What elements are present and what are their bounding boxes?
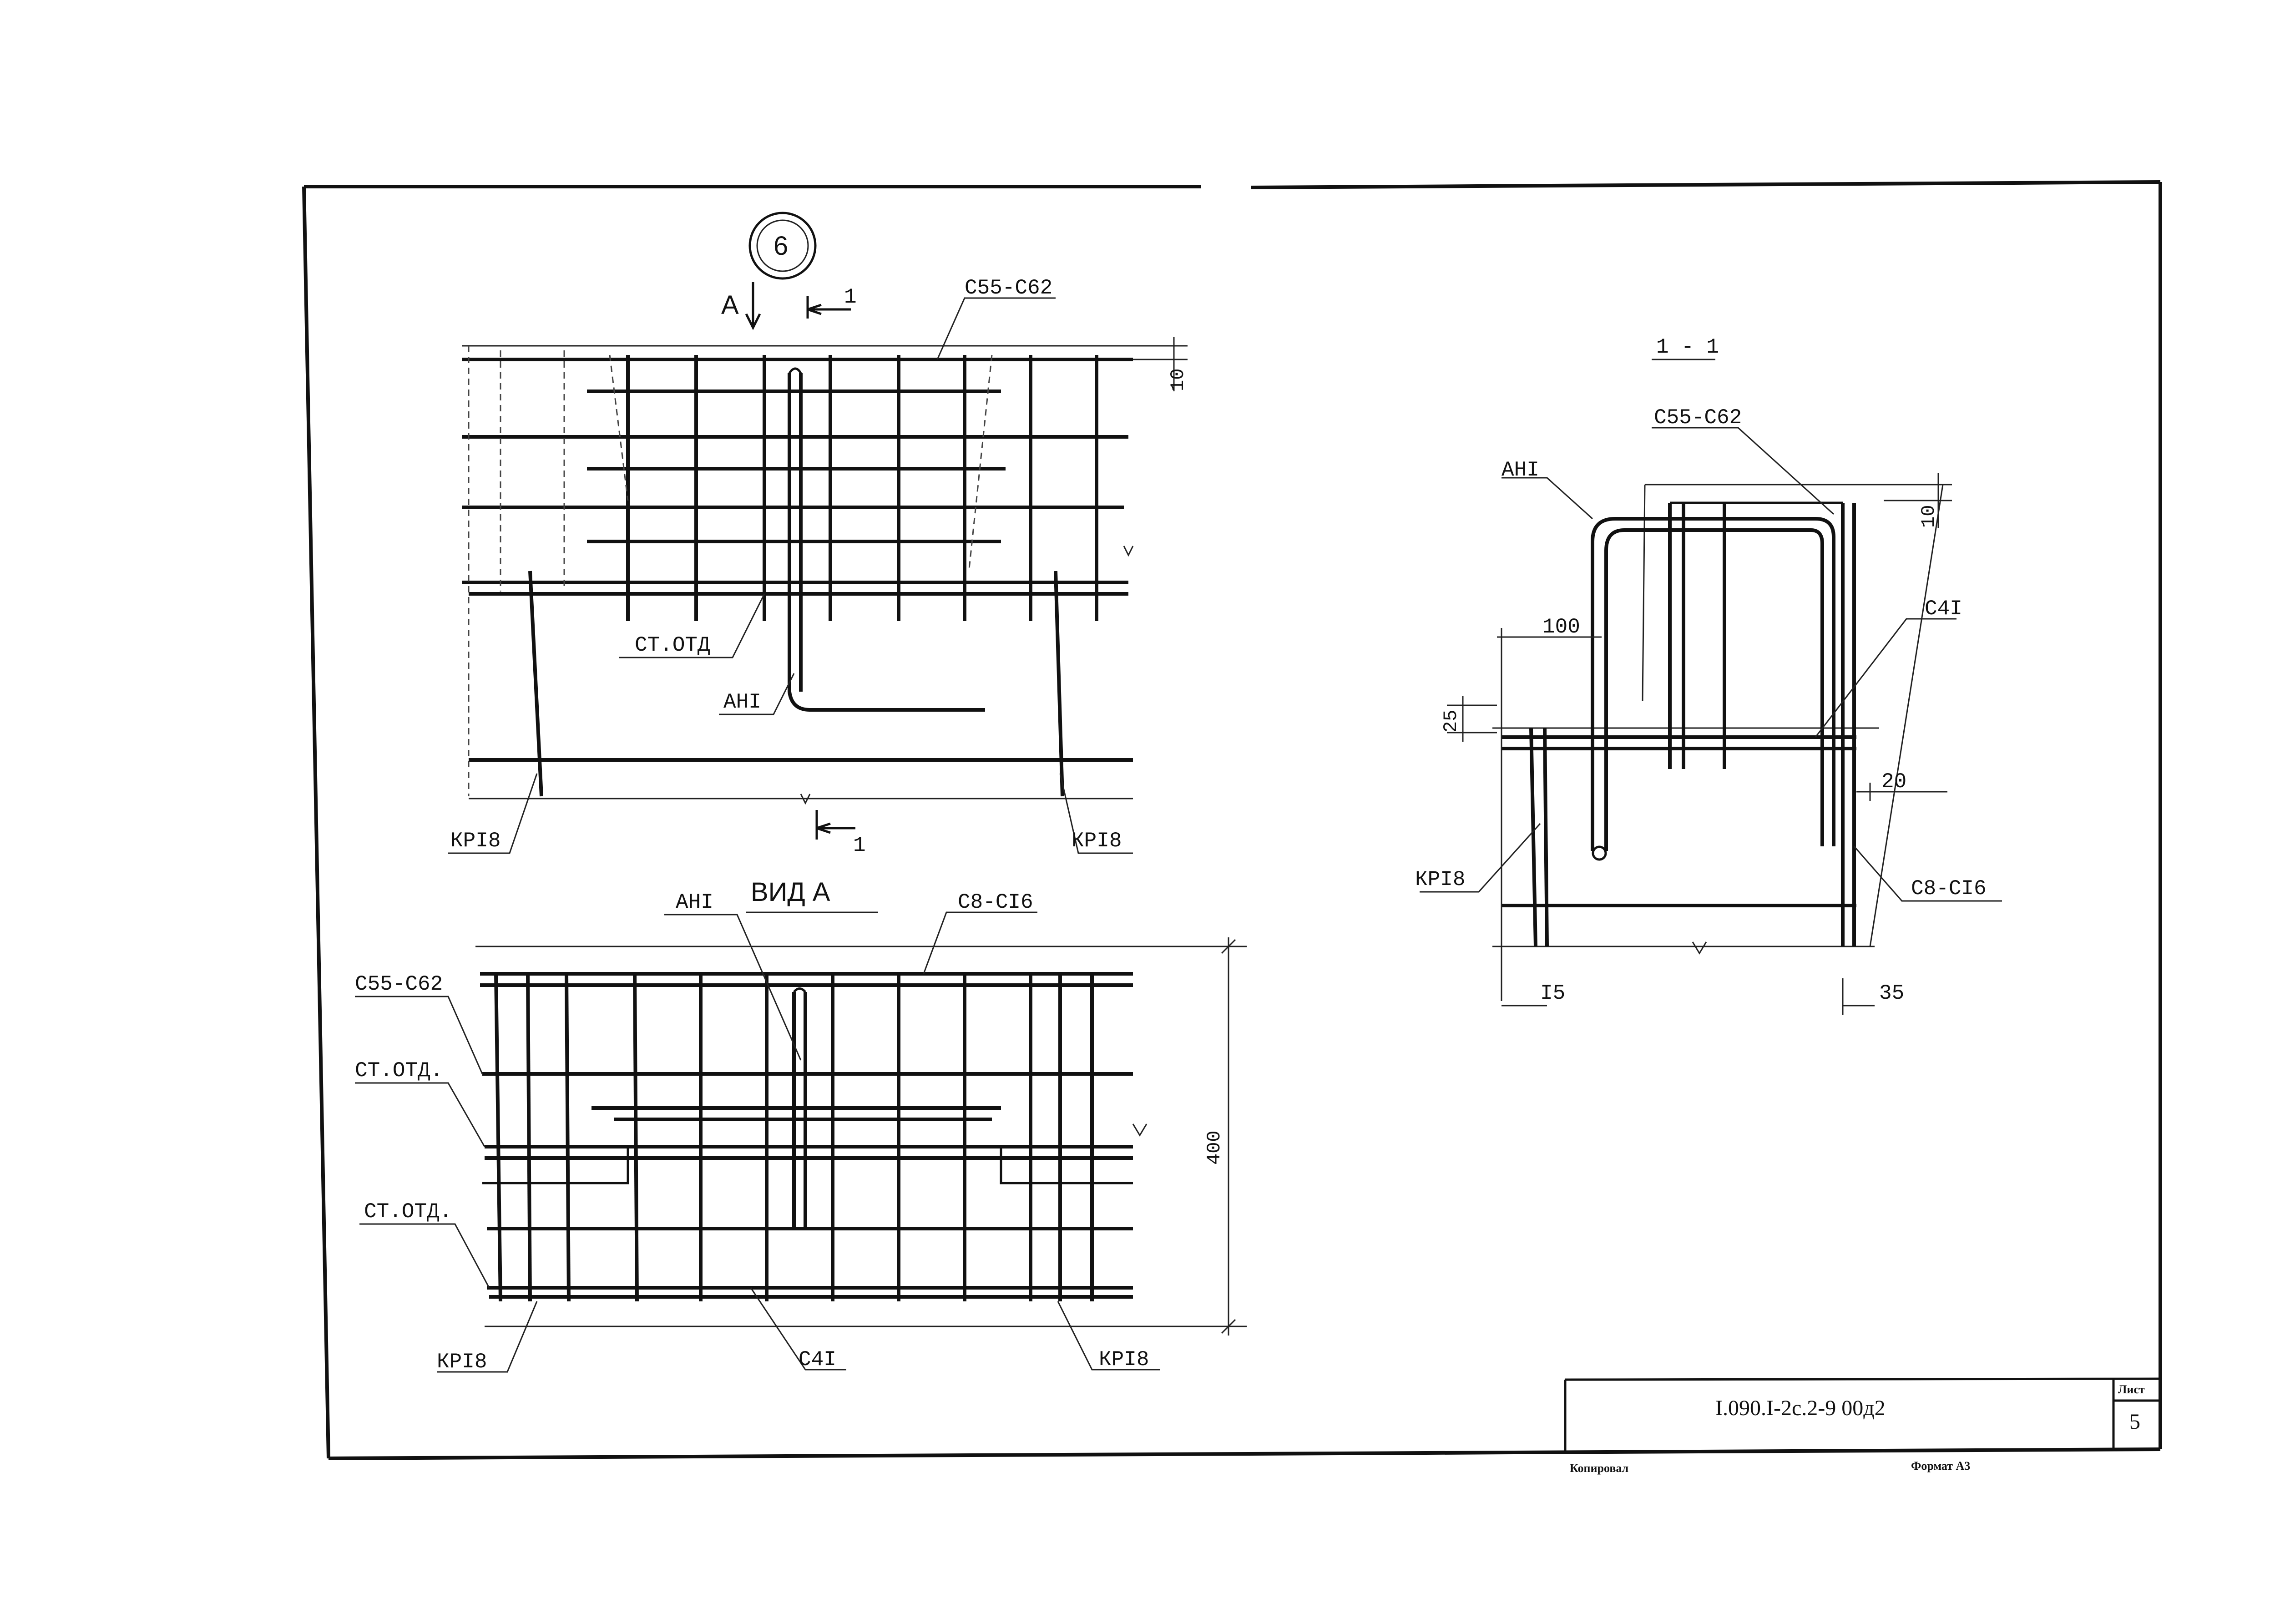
label-top-bars-va: С8-СI6 [958, 890, 1033, 914]
dim-10-top: 10 [1167, 369, 1189, 391]
section-label-bottom: 1 [853, 834, 866, 857]
dim-25: 25 [1440, 710, 1462, 733]
view-a-title: ВИД А [751, 877, 830, 907]
view-a [355, 911, 1247, 1373]
section-1-1 [1420, 359, 2002, 1015]
sheet-label: Лист [2118, 1383, 2145, 1396]
dim-35: 35 [1879, 981, 1904, 1005]
leader-anchor-va [664, 914, 802, 1061]
copied-by-label: Копировал [1570, 1462, 1628, 1475]
section-label-top: 1 [844, 285, 857, 309]
leader-frame-left [448, 773, 538, 854]
dim-100: 100 [1542, 615, 1580, 639]
label-frame-right-top: КРI8 [1072, 829, 1122, 853]
label-mesh-top: С55-С62 [965, 276, 1052, 300]
leader-frame-s [1420, 823, 1541, 893]
label-c8-s: С8-СI6 [1911, 877, 1987, 901]
leader-mesh [936, 297, 1056, 360]
detail-number: 6 [774, 231, 788, 261]
sheet-number: 5 [2129, 1410, 2140, 1434]
leader-bottom-bar-va [750, 1287, 846, 1371]
leader-anchor [719, 673, 795, 715]
detail-number-circle [748, 212, 817, 280]
leader-c41-s [1815, 618, 1956, 738]
top-view [448, 212, 1188, 854]
title-block [1564, 1377, 2161, 1452]
label-frame-left-top: КРI8 [450, 829, 500, 853]
sheet-frame [302, 180, 2162, 1460]
label-anchor-va: АНI [676, 890, 713, 914]
leader-frame-right [1059, 773, 1133, 854]
dim-20: 20 [1881, 770, 1906, 794]
leader-st-otd [619, 593, 765, 658]
leader-c8-s [1853, 846, 2002, 902]
format-label: Формат А3 [1911, 1459, 1970, 1472]
section-mark-top [806, 296, 851, 319]
label-bottom-bar-va: С4I [799, 1348, 836, 1371]
leader-frame-left-va [437, 1301, 538, 1373]
leader-frame-right-va [1057, 1301, 1160, 1371]
leader-st-otd-2 [359, 1223, 490, 1288]
label-st-otd-1: СТ.ОТД. [355, 1059, 443, 1083]
dim-15: I5 [1540, 981, 1565, 1005]
label-st-otd-top: СТ.ОТД [635, 633, 710, 657]
label-anchor-top: АНI [723, 690, 761, 714]
dim-10-s: 10 [1918, 505, 1940, 528]
dim-400: 400 [1203, 1130, 1225, 1165]
leader-anchor-s [1502, 477, 1593, 520]
label-anchor-s: АНI [1502, 458, 1539, 482]
document-code: I.090.I-2с.2-9 00д2 [1715, 1396, 1886, 1420]
section-title: 1 - 1 [1656, 335, 1719, 359]
label-frame-left-va: КРI8 [437, 1350, 487, 1374]
label-frame-s: КРI8 [1415, 868, 1465, 891]
view-a-arrow-label: А [721, 290, 739, 320]
label-mesh-va: С55-С62 [355, 972, 443, 996]
label-c41-s: С4I [1925, 597, 1962, 621]
label-st-otd-2: СТ.ОТД. [364, 1200, 452, 1224]
leader-st-otd-1 [355, 1082, 485, 1147]
leader-mesh-va [355, 996, 483, 1074]
leader-top-bars-va [923, 911, 1037, 974]
leader-mesh-s [1652, 427, 1835, 515]
label-frame-right-va: КРI8 [1099, 1348, 1149, 1371]
label-mesh-s: С55-С62 [1654, 406, 1742, 430]
